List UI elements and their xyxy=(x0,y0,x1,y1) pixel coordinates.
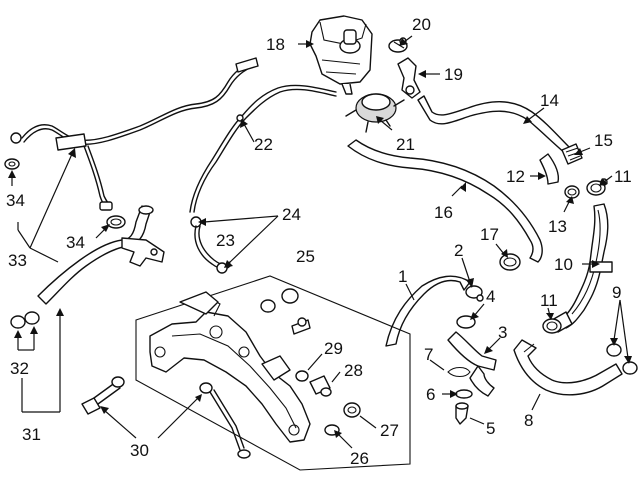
callout-12: 12 xyxy=(506,167,525,186)
hose-part-8 xyxy=(513,339,623,396)
callout-30: 30 xyxy=(130,441,149,460)
callout-22: 22 xyxy=(254,135,273,154)
callout-15: 15 xyxy=(594,131,613,150)
clamp-part-13 xyxy=(564,185,580,199)
callout-18: 18 xyxy=(266,35,285,54)
o-ring-part-34-lower xyxy=(106,215,126,229)
coolant-line-part-22 xyxy=(189,84,337,274)
callout-14: 14 xyxy=(540,91,559,110)
coolant-manifold-part-25 xyxy=(149,291,311,443)
hose-part-16 xyxy=(347,139,543,263)
callout-2: 2 xyxy=(454,241,463,260)
coolant-pump-part-21 xyxy=(345,93,405,133)
callout-34-upper: 34 xyxy=(6,191,25,210)
assembly-box-25 xyxy=(135,275,411,471)
callout-24: 24 xyxy=(282,205,301,224)
callout-28: 28 xyxy=(344,361,363,380)
callout-26: 26 xyxy=(350,449,369,468)
callout-27: 27 xyxy=(380,421,399,440)
o-ring-part-6 xyxy=(455,389,473,399)
cap-part-27 xyxy=(343,402,361,418)
callout-34-lower: 34 xyxy=(66,233,85,252)
leader-lines xyxy=(8,35,632,449)
clamp-part-11-lower xyxy=(542,318,562,334)
callout-20: 20 xyxy=(412,15,431,34)
clamp-part-17 xyxy=(499,253,521,271)
coolant-line-part-33 xyxy=(10,57,259,211)
hose-part-3 xyxy=(447,331,497,397)
callout-29: 29 xyxy=(324,339,343,358)
callout-5: 5 xyxy=(486,419,495,438)
callout-32: 32 xyxy=(10,359,29,378)
callout-9: 9 xyxy=(612,283,621,302)
callout-13: 13 xyxy=(548,217,567,236)
callout-11-lower: 11 xyxy=(540,291,558,310)
hose-part-1 xyxy=(385,275,471,347)
valve-fitting-part-19 xyxy=(397,57,421,99)
o-ring-part-32 xyxy=(10,311,40,329)
hose-end-part-15 xyxy=(561,143,583,165)
callout-19: 19 xyxy=(444,65,463,84)
callout-1: 1 xyxy=(398,267,407,286)
fitting-parts-box xyxy=(260,288,311,335)
callout-25: 25 xyxy=(296,247,315,266)
callout-7: 7 xyxy=(424,345,433,364)
coolant-pipe-part-31 xyxy=(37,205,165,305)
callout-3: 3 xyxy=(498,323,507,342)
callout-21: 21 xyxy=(396,135,415,154)
clamp-part-9 xyxy=(606,343,638,375)
callout-16: 16 xyxy=(434,203,453,222)
callout-8: 8 xyxy=(524,411,533,430)
callout-11-upper: 11 xyxy=(614,167,632,186)
callout-labels: 1 2 3 4 5 6 7 8 9 10 11 11 12 13 14 15 1… xyxy=(6,15,632,468)
clamp-part-20 xyxy=(388,37,408,53)
o-ring-part-29 xyxy=(295,370,309,382)
hose-part-12 xyxy=(539,153,560,185)
clip-part-7 xyxy=(447,366,471,378)
sensor-part-5 xyxy=(455,402,469,425)
expansion-tank-part xyxy=(309,15,373,95)
callout-33: 33 xyxy=(8,251,27,270)
fitting-part-28 xyxy=(309,375,332,397)
o-ring-part-34-upper xyxy=(4,158,20,170)
callout-10: 10 xyxy=(554,255,573,274)
clamp-part-2 xyxy=(465,285,484,302)
callout-31: 31 xyxy=(22,425,41,444)
callout-17: 17 xyxy=(480,225,499,244)
callout-6: 6 xyxy=(426,385,435,404)
bolt-part-30 xyxy=(81,376,251,459)
callout-23: 23 xyxy=(216,231,235,250)
callout-4: 4 xyxy=(486,287,495,306)
